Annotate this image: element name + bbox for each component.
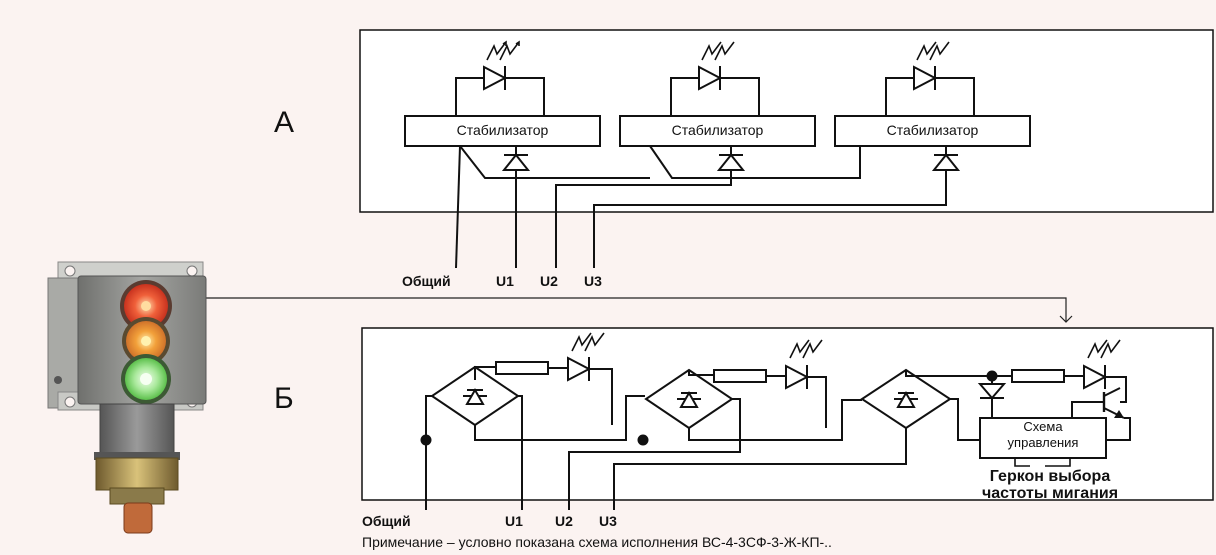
- junction-dot-2: [637, 434, 649, 446]
- control-unit-line-2: управления: [1007, 435, 1079, 450]
- diagram-b: [361, 327, 1214, 510]
- led-circuit-a1: [455, 40, 545, 116]
- reed-switch-line-1: Геркон выбора: [989, 468, 1111, 485]
- terminal-a-u3: U3: [584, 273, 602, 289]
- diagram-a: [359, 29, 1214, 269]
- stabilizer-block-1: [404, 115, 601, 147]
- rectifier-bridge-2: [568, 339, 862, 510]
- stabilizer-block-3: [834, 115, 1031, 147]
- diagram-a-label: А: [274, 106, 295, 139]
- terminal-a-u2: U2: [540, 273, 558, 289]
- terminal-b-u2: U2: [555, 513, 573, 529]
- stabilizer-label-1: Стабилизатор: [456, 122, 549, 138]
- terminal-a-u1: U1: [496, 273, 514, 289]
- terminal-a-common: Общий: [402, 273, 451, 289]
- diode-a3: [593, 146, 961, 268]
- signal-lamp-device: [47, 261, 207, 534]
- footnote: Примечание – условно показана схема испо…: [362, 534, 832, 550]
- terminal-b-u1: U1: [505, 513, 523, 529]
- control-unit-box: [979, 417, 1107, 459]
- diagram-b-label: Б: [274, 382, 294, 415]
- common-wire-a: [455, 145, 861, 269]
- diode-a1: [501, 146, 531, 268]
- pointer-arrow: [203, 297, 1073, 323]
- led-circuit-a3: [885, 41, 975, 116]
- led-circuit-a2: [670, 41, 760, 116]
- rectifier-bridge-3: [613, 339, 1131, 510]
- stabilizer-label-2: Стабилизатор: [671, 122, 764, 138]
- stabilizer-label-3: Стабилизатор: [886, 122, 979, 138]
- terminal-b-u3: U3: [599, 513, 617, 529]
- reed-switch-line-2: частоты мигания: [981, 485, 1119, 502]
- junction-dot-3: [986, 370, 998, 382]
- terminal-b-common: Общий: [362, 513, 411, 529]
- rectifier-bridge-1: [425, 332, 645, 510]
- stabilizer-block-2: [619, 115, 816, 147]
- control-unit-line-1: Схема: [1023, 419, 1063, 434]
